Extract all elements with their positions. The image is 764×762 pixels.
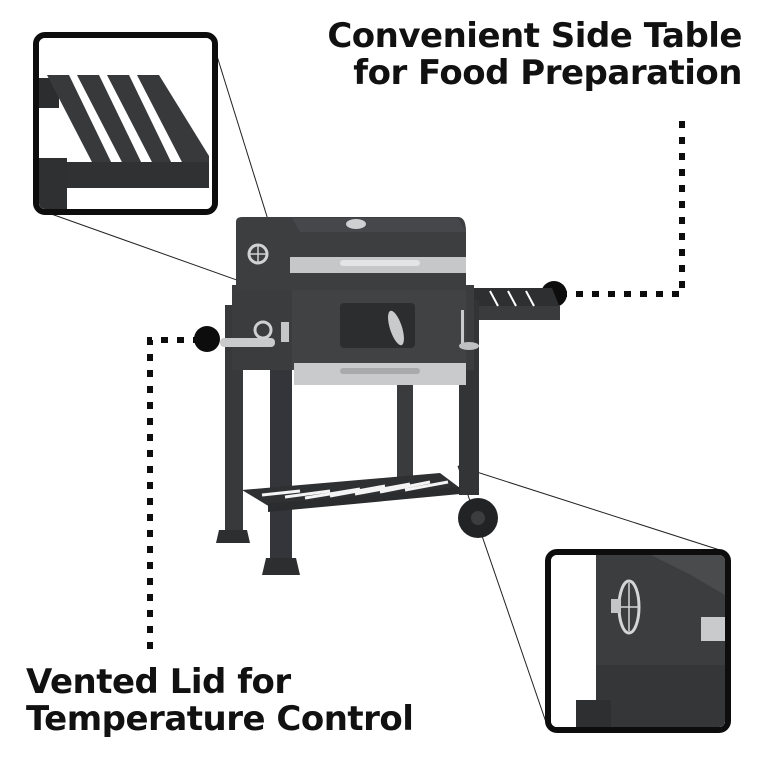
vented-lid-callout-line2: Temperature Control	[26, 698, 414, 739]
side-table-callout-line1: Convenient Side Table	[327, 16, 742, 56]
side-table-callout: Convenient Side Table for Food Preparati…	[327, 18, 742, 91]
side-table-connector	[560, 112, 685, 297]
vented-lid-callout-line1: Vented Lid for	[26, 662, 291, 702]
side-table-callout-line2: for Food Preparation	[353, 52, 742, 93]
lid-vent-knob	[346, 219, 366, 229]
coal-lift-handle	[388, 310, 404, 346]
vented-lid-marker-dot	[194, 326, 220, 352]
lid-vent-closeup-image	[551, 555, 725, 727]
side-table	[468, 288, 560, 320]
side-table-closeup-image	[39, 38, 212, 209]
side-table-closeup-inset	[33, 32, 218, 215]
vented-lid-connector	[147, 337, 200, 655]
side-vent	[253, 320, 273, 340]
side-handle	[220, 338, 275, 347]
lid-vent-closeup-inset	[545, 549, 731, 733]
vented-lid-callout: Vented Lid for Temperature Control	[26, 662, 414, 739]
